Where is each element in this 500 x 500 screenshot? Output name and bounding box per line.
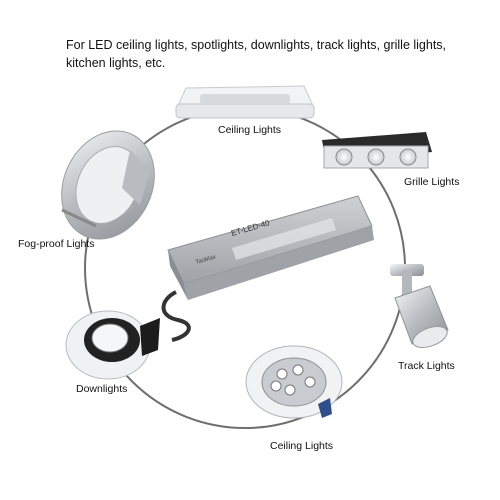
grille-light-image (322, 132, 432, 169)
led-driver-image (161, 195, 374, 342)
caption-text: For LED ceiling lights, spotlights, down… (66, 38, 447, 70)
label-grille-lights: Grille Lights (404, 176, 460, 188)
label-downlights: Downlights (76, 383, 128, 395)
label-track-lights: Track Lights (398, 360, 455, 372)
ceiling-panel-light-image (175, 85, 315, 119)
label-fogproof-lights: Fog-proof Lights (18, 238, 95, 250)
fogproof-light-image (61, 130, 155, 240)
label-ceiling-lights-top: Ceiling Lights (218, 124, 282, 136)
label-ceiling-lights-bottom: Ceiling Lights (270, 440, 334, 452)
driver-brand-text: TaoMax (195, 254, 217, 266)
track-light-image (390, 264, 449, 348)
ceiling-spotlight-image (245, 345, 343, 419)
downlight-image (65, 310, 160, 380)
